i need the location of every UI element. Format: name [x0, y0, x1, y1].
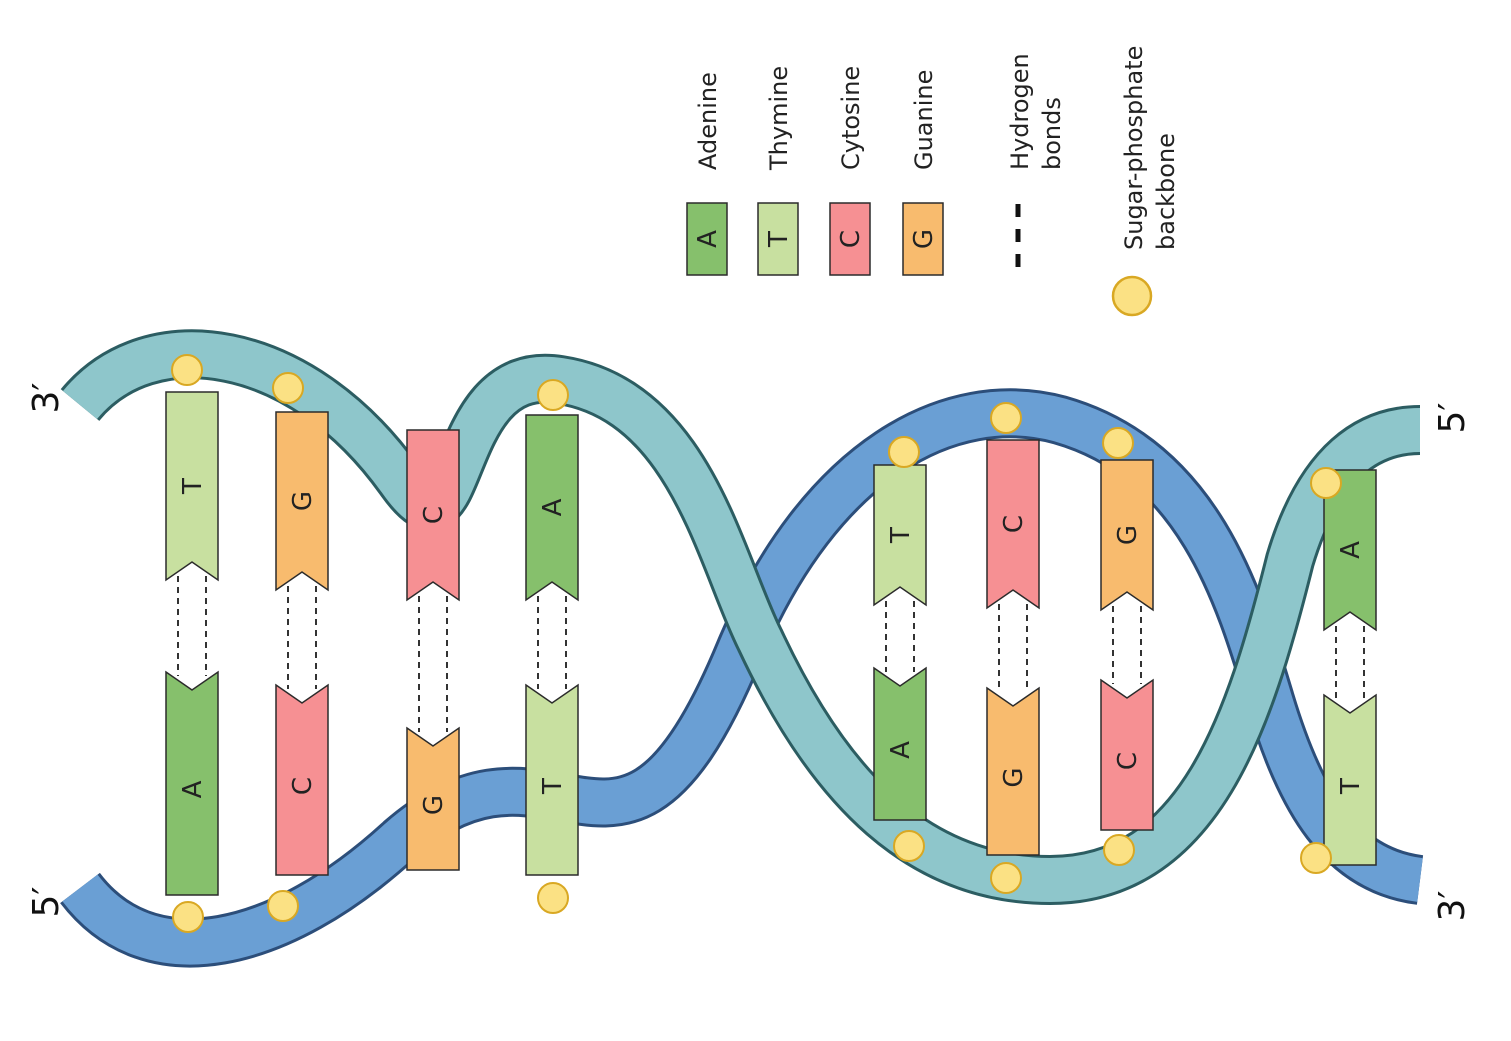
phosphate-dot: [1103, 834, 1135, 866]
base-pair: CG: [986, 439, 1040, 856]
base-letter: T: [1336, 778, 1366, 795]
legend-hydrogen-line2: bonds: [1038, 97, 1066, 170]
base-thymine: [165, 391, 219, 582]
phosphate-dot: [537, 379, 569, 411]
base-letter: G: [288, 491, 318, 511]
base-guanine: [275, 411, 329, 592]
phosphate-dot: [171, 354, 203, 386]
base-letter: A: [538, 498, 568, 516]
base-letter: G: [1113, 525, 1143, 545]
legend-thymine-letter: T: [764, 231, 794, 248]
phosphate-dot: [1310, 467, 1342, 499]
base-letter: T: [178, 478, 208, 495]
phosphate-dot: [990, 862, 1022, 894]
phosphate-dot: [990, 402, 1022, 434]
base-guanine: [406, 726, 460, 871]
legend-cytosine: C Cytosine: [829, 66, 871, 276]
legend-thymine-name: Thymine: [765, 66, 793, 171]
base-pair: AT: [525, 414, 579, 876]
phosphate-dot: [1102, 427, 1134, 459]
base-cytosine: [986, 439, 1040, 610]
legend-guanine-letter: G: [909, 229, 939, 249]
base-letter: A: [178, 780, 208, 798]
strand-end-top-left: 3′: [26, 382, 67, 413]
base-cytosine: [275, 683, 329, 876]
legend-adenine-letter: A: [693, 230, 723, 248]
base-guanine: [986, 686, 1040, 856]
base-adenine: [873, 666, 927, 821]
phosphate-dot: [888, 436, 920, 468]
base-adenine: [1323, 469, 1377, 632]
legend-adenine-swatch: [686, 202, 728, 276]
base-letter: C: [1113, 752, 1143, 770]
base-letter: G: [419, 795, 449, 815]
legend-hydrogen-bonds: Hydrogen bonds: [1006, 53, 1066, 276]
base-thymine: [525, 683, 579, 876]
base-pair: AT: [1323, 469, 1377, 866]
legend-cytosine-swatch: [829, 202, 871, 276]
legend-guanine-swatch: [902, 202, 944, 276]
phosphate-dot: [267, 890, 299, 922]
base-letter: T: [886, 527, 916, 544]
strand-end-top-right: 5′: [1432, 402, 1473, 433]
base-adenine: [165, 670, 219, 896]
base-pair: TA: [165, 391, 219, 896]
base-letter: C: [419, 506, 449, 524]
phosphate-dot: [272, 372, 304, 404]
base-letter: A: [886, 741, 916, 759]
base-pair: GC: [1100, 459, 1154, 831]
legend-guanine: G Guanine: [902, 70, 944, 276]
legend-backbone-line1: Sugar-phosphate: [1120, 46, 1148, 250]
legend-adenine: A Adenine: [686, 72, 728, 276]
base-letter: C: [288, 777, 318, 795]
strand-end-bottom-right: 3′: [1432, 890, 1473, 921]
base-thymine: [1323, 693, 1377, 866]
base-letter: A: [1336, 541, 1366, 559]
legend-cytosine-name: Cytosine: [837, 66, 865, 170]
base-cytosine: [406, 429, 460, 602]
strand-end-bottom-left: 5′: [26, 886, 67, 917]
base-letter: C: [999, 515, 1029, 533]
base-letter: G: [999, 767, 1029, 787]
phosphate-dot-icon: [1111, 275, 1153, 317]
legend-cytosine-letter: C: [836, 230, 866, 248]
base-pair: GC: [275, 411, 329, 876]
legend: A Adenine T Thymine C Cytosine G Guanine…: [686, 46, 1180, 317]
base-guanine: [1100, 459, 1154, 612]
legend-thymine: T Thymine: [757, 66, 799, 276]
legend-sugar-phosphate: Sugar-phosphate backbone: [1111, 46, 1180, 317]
legend-guanine-name: Guanine: [910, 70, 938, 170]
base-letter: T: [538, 778, 568, 795]
base-thymine: [873, 464, 927, 607]
legend-hydrogen-line1: Hydrogen: [1006, 53, 1034, 170]
legend-backbone-line2: backbone: [1152, 133, 1180, 250]
base-pair: CG: [406, 429, 460, 871]
phosphate-dot: [893, 830, 925, 862]
base-adenine: [525, 414, 579, 602]
base-pair: TA: [873, 464, 927, 821]
backbone-strand-front-fill: [63, 332, 1421, 903]
legend-adenine-name: Adenine: [694, 72, 722, 170]
phosphate-dot: [1300, 842, 1332, 874]
base-cytosine: [1100, 678, 1154, 831]
phosphate-dot: [172, 901, 204, 933]
legend-thymine-swatch: [757, 202, 799, 276]
phosphate-dot: [537, 882, 569, 914]
